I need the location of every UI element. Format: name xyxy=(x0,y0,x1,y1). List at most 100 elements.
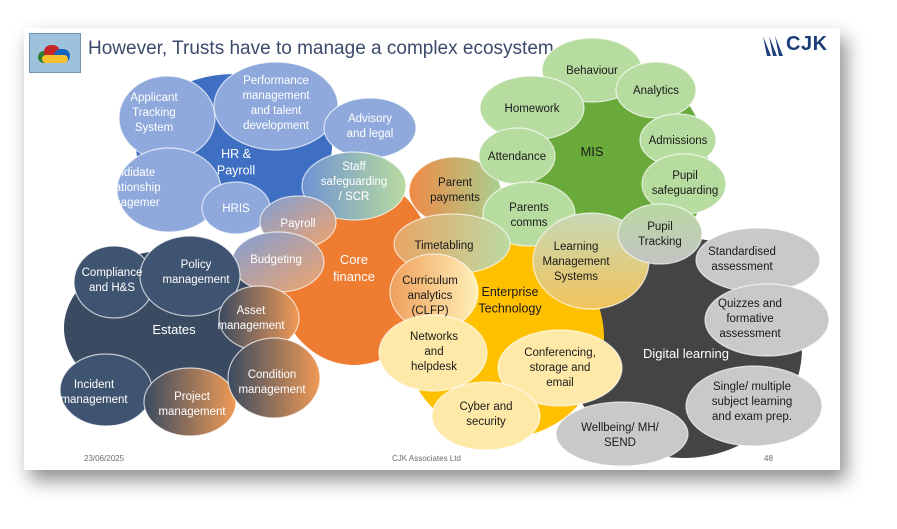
payroll-label-line: Payroll xyxy=(280,218,315,230)
performance-label-line: Performance xyxy=(243,75,309,87)
node-conferencing-bubble xyxy=(497,329,623,407)
single-multiple-label-line: Single/ multiple xyxy=(713,381,791,393)
lms-label-line: Systems xyxy=(554,271,598,283)
advisory-label-line: Advisory xyxy=(348,113,392,125)
node-project-bubble xyxy=(143,367,237,437)
candidate-label-line: Managemer xyxy=(98,197,160,209)
quizzes-label-line: assessment xyxy=(719,328,781,340)
brand-name: CJK xyxy=(786,33,828,55)
slide-title: However, Trusts have to manage a complex… xyxy=(88,38,554,59)
hr-label-line: HR & xyxy=(221,147,252,161)
node-asset-label: Asset management xyxy=(217,305,285,332)
applicant-label-line: Tracking xyxy=(132,107,176,119)
parents-comms-label-line: comms xyxy=(510,217,547,229)
applicant-label-line: Applicant xyxy=(130,92,178,104)
node-budgeting-label: Budgeting xyxy=(250,254,302,266)
timetabling-label-line: Timetabling xyxy=(414,240,473,252)
curriculum-label-line: Curriculum xyxy=(402,275,458,287)
node-wellbeing-bubble xyxy=(555,401,689,467)
trust-logo-icon xyxy=(29,33,81,73)
budgeting-label-line: Budgeting xyxy=(250,254,302,266)
node-wellbeing-label: Wellbeing/ MH/SEND xyxy=(581,422,660,449)
asset-label-line: management xyxy=(217,320,285,332)
conferencing-label-line: Conferencing, xyxy=(524,347,596,359)
applicant-label-line: System xyxy=(135,122,173,134)
behaviour-label-line: Behaviour xyxy=(566,65,618,77)
node-performance-label: Performance management and talent developme… xyxy=(242,75,310,132)
staff-label-line: safeguarding xyxy=(321,176,388,188)
node-homework-label: Homework xyxy=(505,103,560,115)
node-behaviour-label: Behaviour xyxy=(566,65,618,77)
quizzes-label-line: formative xyxy=(726,313,773,325)
core-label-line: Core xyxy=(340,252,368,267)
standardised-label-line: assessment xyxy=(711,261,773,273)
pupil-tracking-label-line: Tracking xyxy=(638,236,682,248)
node-attendance-label: Attendance xyxy=(488,151,546,163)
pupil-safeguarding-label-line: safeguarding xyxy=(652,185,719,197)
node-cyber-bubble xyxy=(431,381,541,451)
performance-label-line: management xyxy=(242,90,310,102)
node-standardised-label: Standardised assessment xyxy=(708,246,776,273)
analytics-label-line: Analytics xyxy=(633,85,679,97)
wellbeing-label-line: Wellbeing/ MH/ xyxy=(581,422,660,434)
conferencing-label-line: email xyxy=(546,377,573,389)
policy-label-line: management xyxy=(162,274,230,286)
performance-label-line: and talent xyxy=(251,105,302,117)
enterprise-label-line: Enterprise xyxy=(482,285,539,299)
node-quizzes-bubble xyxy=(704,283,830,357)
curriculum-label-line: (CLFP) xyxy=(411,305,448,317)
compliance-label-line: Compliance xyxy=(82,267,143,279)
performance-label-line: development xyxy=(243,120,310,132)
node-pupil-tracking-bubble xyxy=(617,203,703,265)
asset-label-line: Asset xyxy=(237,305,267,317)
hris-label-line: HRIS xyxy=(222,203,250,215)
networks-label-line: helpdesk xyxy=(411,361,457,373)
admissions-label-line: Admissions xyxy=(649,135,708,147)
condition-label-line: management xyxy=(238,384,306,396)
slide: However, Trusts have to manage a complex… xyxy=(24,28,840,470)
hub-estates-label: Estates xyxy=(152,322,196,337)
cjk-logo-icon xyxy=(763,36,783,56)
node-quizzes-label: Quizzes and formative assessment xyxy=(718,298,782,340)
pupil-tracking-label-line: Pupil xyxy=(647,221,673,233)
hub-digital-label: Digital learning xyxy=(643,346,729,361)
footer-date: 23/06/2025 xyxy=(84,454,125,463)
footer-company: CJK Associates Ltd xyxy=(392,454,461,463)
node-hris-label: HRIS xyxy=(222,203,250,215)
attendance-label-line: Attendance xyxy=(488,151,546,163)
hr-label-line: Payroll xyxy=(217,163,255,177)
mis-label-line: MIS xyxy=(580,144,603,159)
node-policy-bubble xyxy=(139,235,241,317)
standardised-label-line: Standardised xyxy=(708,246,776,258)
estates-label-line: Estates xyxy=(152,322,196,337)
single-multiple-label-line: and exam prep. xyxy=(712,411,792,423)
project-label-line: Project xyxy=(174,391,211,403)
homework-label-line: Homework xyxy=(505,103,560,115)
quizzes-label-line: Quizzes and xyxy=(718,298,782,310)
staff-label-line: Staff xyxy=(342,161,366,173)
title-bar: However, Trusts have to manage a complex… xyxy=(24,28,840,73)
project-label-line: management xyxy=(158,406,226,418)
enterprise-label-line: Technology xyxy=(478,301,542,315)
node-analytics-label: Analytics xyxy=(633,85,679,97)
